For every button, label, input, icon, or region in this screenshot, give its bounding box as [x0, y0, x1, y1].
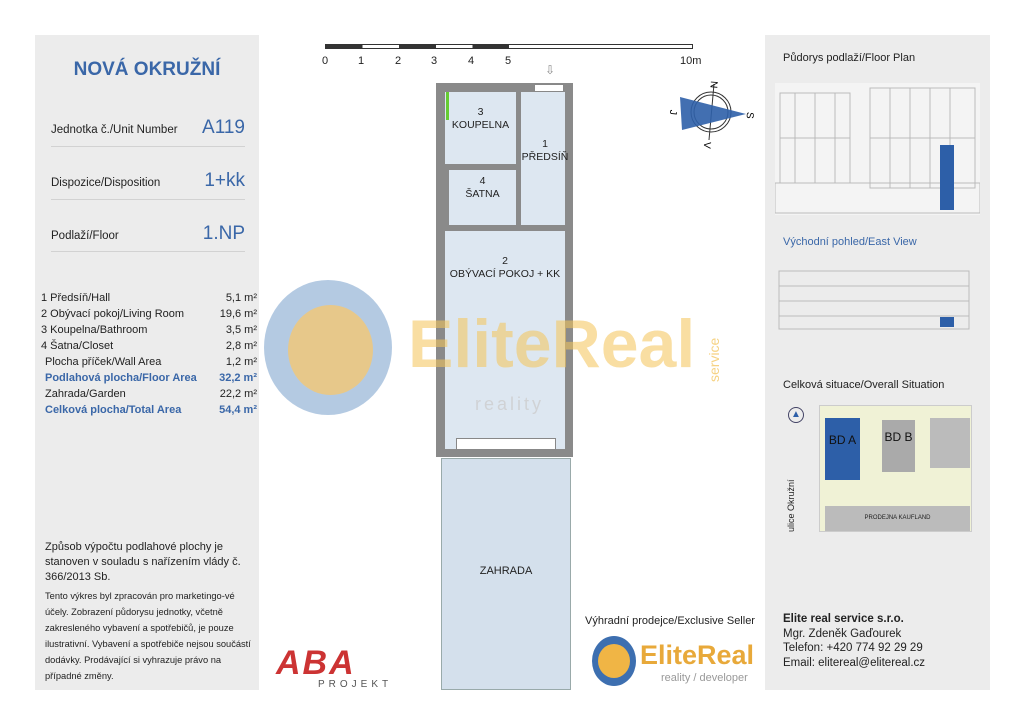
garden-label: ZAHRADA [479, 565, 533, 577]
scale-tick: 2 [395, 55, 402, 67]
floor-plan-heading: Půdorys podlaží/Floor Plan [783, 52, 916, 64]
unit-value: A119 [202, 117, 245, 138]
unit-info-panel: NOVÁ OKRUŽNÍ Jednotka č./Unit Number A11… [35, 35, 259, 690]
scale-tick: 3 [431, 55, 438, 67]
building-a: BD A [825, 418, 860, 480]
disposition-label: Dispozice/Disposition [51, 177, 161, 189]
room-closet [449, 170, 516, 225]
project-title: NOVÁ OKRUŽNÍ [73, 59, 221, 80]
scale-tick: 10m [680, 55, 702, 67]
scale-tick: 1 [358, 55, 365, 67]
compass-j: J [668, 109, 678, 115]
contact-block: Elite real service s.r.o. Mgr. Zdeněk Ga… [783, 612, 925, 670]
compass-icon: N S J V [668, 80, 756, 149]
divider [51, 199, 245, 200]
room-hall [521, 92, 565, 225]
room-bathroom [445, 92, 516, 164]
street-label: ulice Okružní [786, 479, 796, 532]
contact-person: Mgr. Zdeněk Gaďourek [783, 627, 902, 640]
garden-window [456, 438, 556, 450]
disposition-row: Dispozice/Disposition 1+kk [51, 170, 245, 192]
entrance-arrow-icon: ⇩ [545, 63, 556, 77]
situation-heading: Celková situace/Overall Situation [783, 379, 945, 391]
contact-phone[interactable]: Telefon: +420 774 92 29 29 [783, 642, 923, 654]
watermark-sub: reality [475, 394, 545, 414]
seller-tagline: reality / developer [661, 672, 748, 684]
floor-plan-thumbnail [775, 83, 980, 215]
calc-note: Způsob výpočtu podlahové plochy je stano… [45, 541, 241, 583]
building-b: BD B [882, 420, 915, 472]
watermark-brand: EliteReal [408, 306, 696, 382]
watermark-side: service [706, 337, 722, 382]
contact-company: Elite real service s.r.o. [783, 613, 904, 625]
compass-n: N [707, 80, 719, 88]
entrance-door [534, 84, 564, 92]
watermark-logo-inner [288, 305, 373, 395]
overview-panel: Půdorys podlaží/Floor Plan Východní pohl… [765, 35, 990, 690]
mini-compass-icon: ▲ [788, 407, 804, 423]
compass-s: S [744, 111, 756, 119]
compass-v: V [701, 141, 713, 149]
divider [51, 146, 245, 147]
neighbour-building [930, 418, 970, 468]
scale-tick: 5 [505, 55, 512, 67]
scale-tick: 4 [468, 55, 475, 67]
seller-label: Výhradní prodejce/Exclusive Seller [585, 615, 755, 627]
floor-row: Podlaží/Floor 1.NP [51, 223, 245, 245]
floor-label: Podlaží/Floor [51, 230, 119, 242]
kaufland-store: PRODEJNA KAUFLAND [825, 506, 970, 531]
scale-tick: 0 [322, 55, 329, 67]
contact-email[interactable]: Email: elitereal@elitereal.cz [783, 656, 926, 669]
unit-label: Jednotka č./Unit Number [51, 124, 178, 136]
unit-row: Jednotka č./Unit Number A119 [51, 117, 245, 139]
east-view-heading: Východní pohled/East View [783, 236, 917, 248]
window [446, 92, 449, 120]
divider [51, 251, 245, 252]
seller-logo-inner [598, 644, 630, 678]
aba-logo: ABA [276, 644, 356, 682]
garden-area [441, 458, 571, 690]
east-view-thumbnail [778, 270, 970, 330]
disclaimer: Tento výkres byl zpracován pro marketing… [45, 591, 251, 681]
disposition-value: 1+kk [204, 170, 245, 191]
scale-bar [325, 44, 693, 49]
floor-value: 1.NP [202, 223, 245, 244]
site-map: BD A BD B PRODEJNA KAUFLAND [819, 405, 972, 532]
aba-sub: PROJEKT [318, 679, 393, 690]
room-living [445, 231, 565, 449]
notes: Způsob výpočtu podlahové plochy je stano… [45, 540, 255, 684]
seller-brand: EliteReal [640, 640, 755, 670]
